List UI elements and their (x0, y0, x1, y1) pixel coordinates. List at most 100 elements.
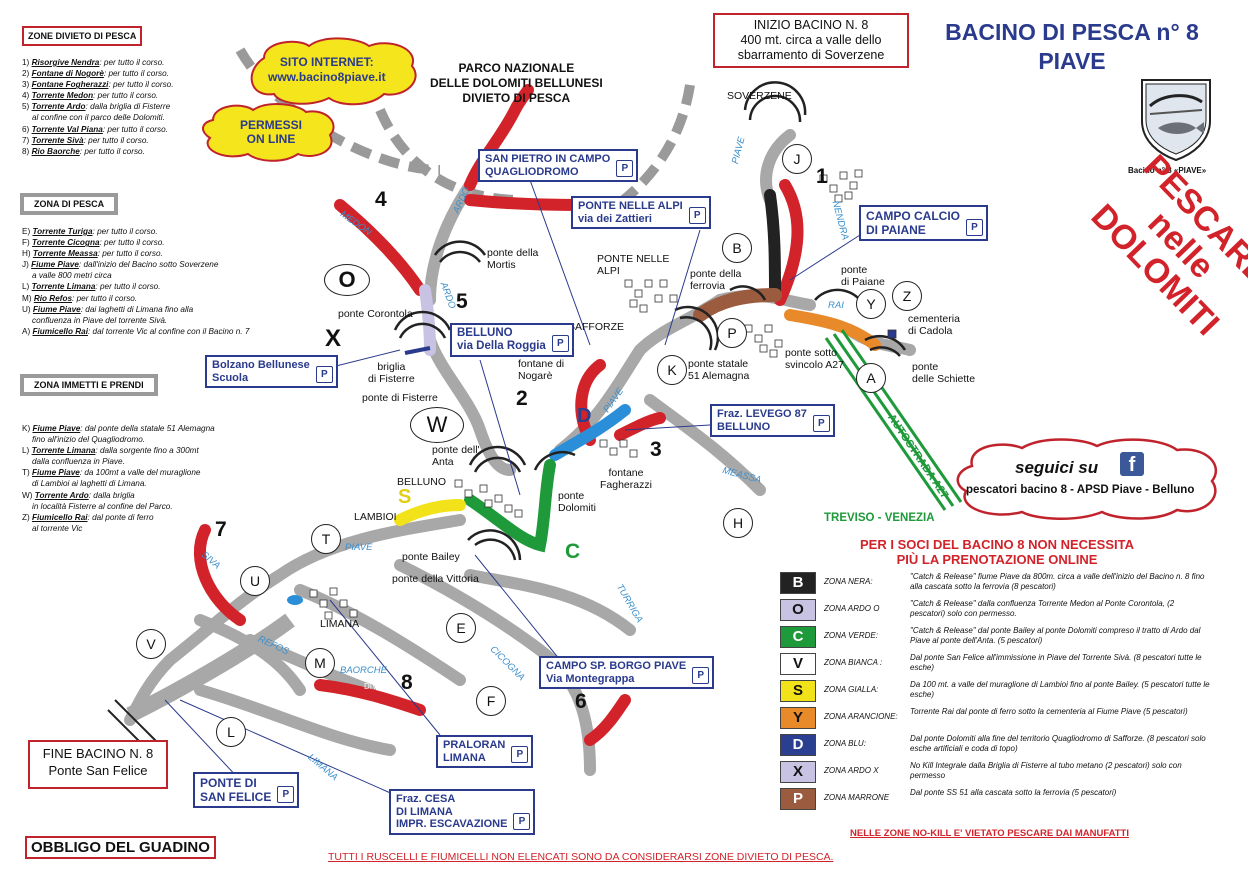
item-desc: : per tutto il corso. (95, 282, 161, 292)
item-name: Fiume Piave (32, 424, 81, 433)
soverzene-label: SOVERZENE (727, 90, 792, 102)
item-key: T) (22, 468, 30, 478)
number-4: 4 (375, 188, 387, 211)
zone-name: ZONA GIALLA: (824, 685, 879, 694)
parking-label: PRALORAN (443, 739, 506, 751)
zone-name: ZONA ARDO X (824, 766, 879, 775)
item-key: 2) (22, 69, 30, 79)
parking-label: via dei Zattieri (578, 212, 652, 225)
lambioi-label: LAMBIOI (354, 511, 397, 523)
zone-s-marker: S (398, 486, 412, 508)
item-key: J) (22, 260, 29, 270)
item-key: U) (22, 304, 31, 314)
zone-blue (549, 404, 631, 461)
marker-l: L (216, 717, 246, 747)
ponte-nelle-alpi-label: PONTE NELLE ALPI (597, 253, 670, 277)
item-name: Torrente Ardo (34, 490, 89, 500)
zone-swatch: P (780, 788, 816, 810)
item-desc: : per tutto il corso. (72, 293, 138, 303)
parking-label: Bolzano Bellunese (212, 359, 310, 371)
item-name: Fiume Piave (31, 260, 79, 270)
divieto-item: 1) Risorgive Nendra: per tutto il corso. (22, 57, 174, 68)
item-desc: : per tutto il corso. (79, 146, 145, 156)
river-baorche-label: BAORCHE (340, 665, 387, 676)
inizio-line1: INIZIO BACINO N. 8 (753, 18, 869, 32)
item-desc: : dalla briglia (88, 490, 135, 500)
number-7: 7 (215, 518, 227, 541)
number-5: 5 (456, 290, 468, 313)
ponte-statale-label: ponte statale 51 Alemagna (688, 358, 750, 382)
parking-icon: P (315, 366, 333, 383)
item-name: Rio Refos (33, 293, 73, 303)
title-line2: PIAVE (1038, 48, 1106, 74)
zone-desc: "Catch & Release" dal ponte Bailey al po… (910, 626, 1201, 645)
immetti-item: al torrente Vic (22, 523, 215, 534)
number-1: 1 (816, 165, 828, 188)
item-desc: : per tutto il corso. (99, 238, 165, 248)
cloud-permits-text[interactable]: PERMESSI ON LINE (240, 118, 302, 146)
bridges (393, 81, 907, 561)
site-url[interactable]: www.bacino8piave.it (268, 70, 386, 84)
parking-icon: P (692, 667, 710, 684)
parking-label: Fraz. CESA (396, 793, 456, 805)
marker-z: Z (892, 281, 922, 311)
inizio-line3: sbarramento di Soverzene (737, 48, 885, 62)
site-label: SITO INTERNET: (279, 55, 374, 69)
divieto-item: 5) Torrente Ardo: dalla briglia di Fiste… (22, 101, 174, 112)
river-rai-label: RAI (828, 300, 844, 311)
item-name: Torrente Cicogna (32, 238, 100, 248)
marker-b: B (722, 233, 752, 263)
river-piave-label-3: PIAVE (345, 542, 373, 553)
zone-brown (693, 288, 782, 322)
marker-w: W (410, 407, 464, 443)
divieto-item: 6) Torrente Val Piana: per tutto il cors… (22, 124, 174, 135)
divieto-title: ZONE DIVIETO DI PESCA (22, 26, 143, 46)
item-desc: : dai laghetti di Limana fino alla (80, 304, 194, 314)
zone-desc: Dal ponte Dolomiti alla fine del territo… (910, 734, 1206, 753)
ponte-paiane-label: ponte di Paiane (841, 264, 885, 288)
piave-lower (126, 613, 295, 723)
divieto-item: al confine con il parco delle Dolomiti. (22, 112, 174, 123)
parking-icon: P (812, 415, 830, 432)
zone-name: ZONA BLU: (824, 739, 866, 748)
pesca-item: L) Torrente Limana: per tutto il corso. (22, 281, 249, 292)
item-desc: : dal ponte della statale 51 Alemagna (80, 424, 215, 433)
marker-m: M (305, 648, 335, 678)
parking-icon: P (616, 160, 634, 177)
ponte-ferrovia-label: ponte della ferrovia (690, 268, 742, 292)
item-key: 4) (22, 91, 30, 101)
item-desc: in località Fisterre al confine del Parc… (32, 501, 173, 511)
immetti-item: fino all'inizio del Quagliodromo. (22, 434, 215, 445)
item-name: Torrente Val Piana (31, 124, 103, 134)
zone-swatch: C (780, 626, 816, 648)
number-6: 6 (575, 690, 587, 713)
item-name: Torrente Medon (31, 91, 94, 101)
parking-label: DI PAIANE (866, 223, 926, 237)
immetti-list: K) Fiume Piave: dal ponte della statale … (22, 423, 215, 534)
pesca-item: E) Torrente Turiga: per tutto il corso. (22, 226, 249, 237)
social-name[interactable]: pescatori bacino 8 - APSD Piave - Bellun… (966, 484, 1195, 496)
parking-label: PONTE NELLE ALPI (578, 200, 683, 212)
item-name: Torrente Ardo (31, 102, 86, 112)
immetti-item: L) Torrente Limana: dalla sorgente fino … (22, 445, 215, 456)
facebook-icon[interactable]: f (1120, 452, 1144, 476)
zone-o-marker: O (324, 264, 370, 296)
pesca-title: ZONA DI PESCA (20, 193, 119, 215)
item-desc: dalla confluenza in Piave. (32, 457, 125, 467)
pesca-item: M) Rio Refos: per tutto il corso. (22, 293, 249, 304)
permits-line2: ON LINE (246, 132, 296, 146)
zone-x-marker: X (325, 325, 342, 352)
